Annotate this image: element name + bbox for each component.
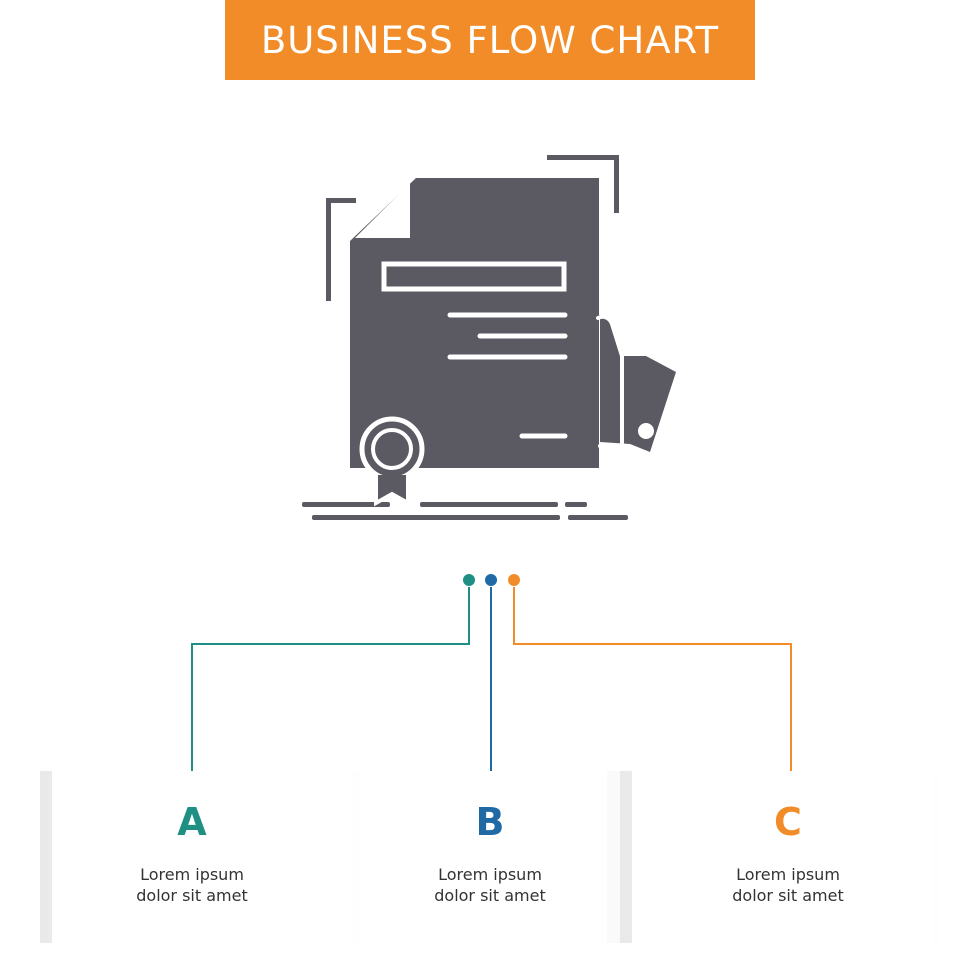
step-a-line2: dolor sit amet — [136, 886, 248, 905]
card-a — [52, 771, 352, 943]
step-c-line2: dolor sit amet — [732, 886, 844, 905]
card-c — [632, 771, 932, 943]
step-c-letter: C — [774, 800, 802, 844]
step-b-line1: Lorem ipsum — [438, 865, 542, 884]
step-c-line1: Lorem ipsum — [736, 865, 840, 884]
certificate-contract-in-hand-icon — [290, 150, 690, 530]
dot-b — [485, 574, 497, 586]
step-a-line1: Lorem ipsum — [140, 865, 244, 884]
dot-c — [508, 574, 520, 586]
page-title: BUSINESS FLOW CHART — [260, 18, 720, 62]
step-b-line2: dolor sit amet — [434, 886, 546, 905]
card-b — [375, 771, 607, 943]
dot-a — [463, 574, 475, 586]
step-a-letter: A — [177, 800, 207, 844]
step-c-text: Lorem ipsum dolor sit amet — [688, 864, 888, 906]
step-a-text: Lorem ipsum dolor sit amet — [92, 864, 292, 906]
step-b-text: Lorem ipsum dolor sit amet — [390, 864, 590, 906]
step-b-letter: B — [475, 800, 505, 844]
header-banner: BUSINESS FLOW CHART — [225, 0, 755, 80]
